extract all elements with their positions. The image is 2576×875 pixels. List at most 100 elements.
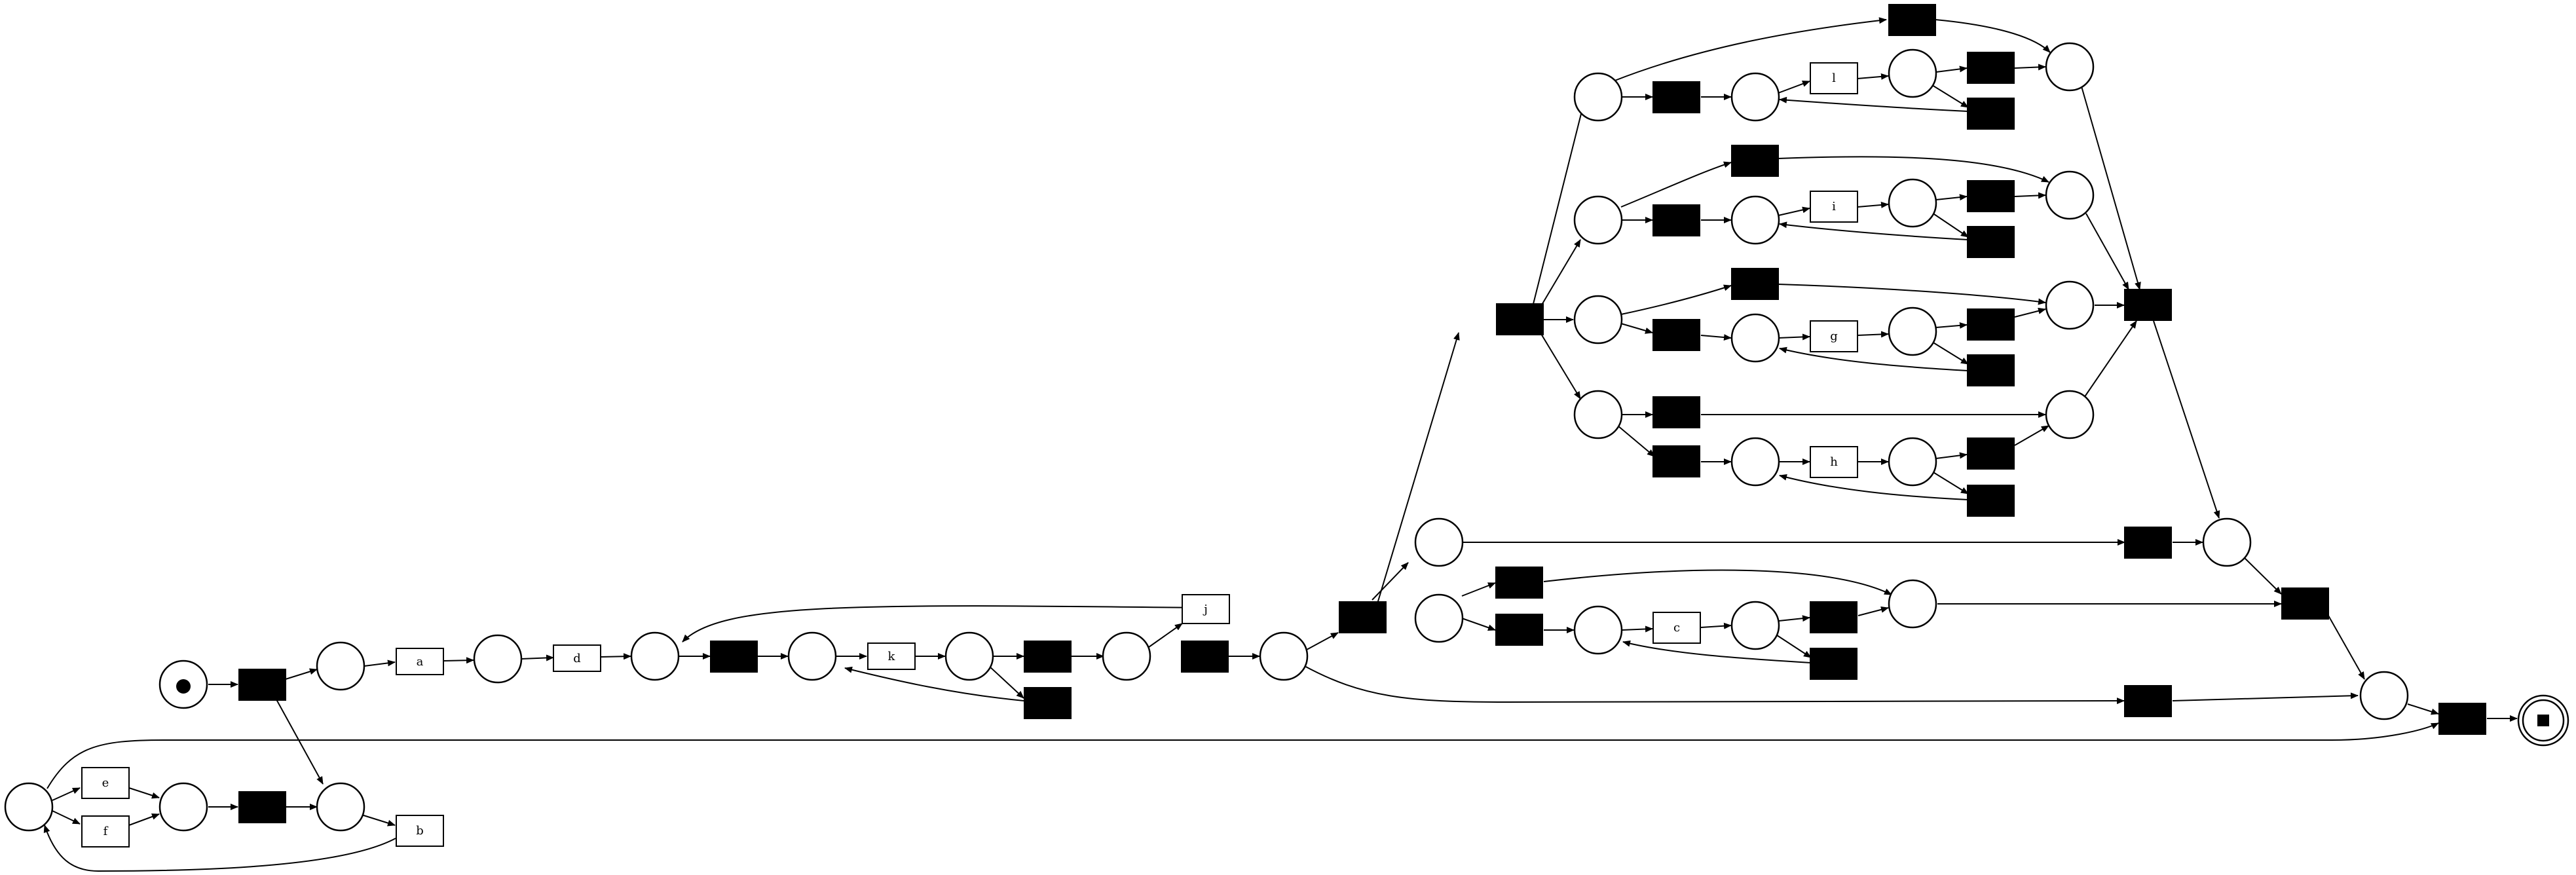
arc (1932, 84, 1969, 108)
arc (52, 787, 81, 801)
place (1730, 437, 1780, 487)
transition-l-label: l (1832, 71, 1836, 85)
arc (47, 722, 2439, 789)
transition-i: i (1810, 191, 1858, 223)
arc (1857, 201, 1889, 208)
silent-transition (238, 669, 286, 701)
silent-transitions (238, 4, 2486, 823)
transition-a-label: a (417, 655, 424, 669)
silent-transition (1967, 354, 2015, 386)
arc (2085, 213, 2129, 290)
silent-transition (1495, 567, 1543, 599)
place (1573, 390, 1623, 439)
arc (1306, 632, 1339, 650)
arc (1857, 331, 1889, 338)
arc (1778, 615, 1810, 622)
transition-j: j (1182, 594, 1230, 624)
place (1888, 48, 1937, 98)
place (787, 631, 837, 681)
arc (1539, 330, 1581, 400)
arc (1935, 194, 1968, 201)
transition-f: f (81, 815, 130, 847)
arc (2082, 320, 2137, 400)
silent-transition (1024, 687, 1072, 719)
transition-c: c (1652, 612, 1701, 644)
place (2045, 280, 2095, 330)
arc (1620, 323, 1653, 334)
arc (2014, 192, 2046, 199)
transition-e: e (81, 767, 130, 799)
arc (1779, 96, 1969, 112)
place (4, 782, 54, 832)
silent-transition (1495, 614, 1543, 646)
arc (1779, 221, 1969, 240)
silent-transition (2124, 527, 2172, 559)
arc (1617, 425, 1655, 457)
arc (364, 660, 396, 667)
arc (988, 665, 1024, 699)
arc (1935, 65, 1968, 73)
transition-h-label: h (1830, 455, 1838, 469)
place (473, 634, 523, 684)
arc (2328, 615, 2365, 680)
transition-e-label: e (102, 776, 109, 790)
arc (1774, 633, 1812, 658)
arc (1461, 582, 1496, 597)
arcs (43, 17, 2518, 872)
arc (521, 654, 554, 661)
place (316, 782, 365, 832)
silent-transition (1652, 81, 1700, 113)
join-silent-transition (2124, 289, 2172, 321)
transition-c-label: c (1673, 621, 1680, 635)
arc (1857, 606, 1889, 616)
transition-k: k (867, 642, 916, 670)
arc (1778, 333, 1810, 341)
final-silent-transition (2438, 703, 2486, 735)
arc (1620, 284, 1732, 315)
arc (128, 813, 160, 826)
transition-b-label: b (416, 824, 424, 838)
place (1414, 517, 1464, 567)
arc (2081, 86, 2141, 290)
labeled-transitions: a d k j l i g h (81, 62, 1858, 847)
transition-a: a (396, 648, 444, 675)
arc (1932, 341, 1969, 365)
silent-transition (2281, 587, 2329, 620)
transition-i-label: i (1832, 200, 1836, 214)
arc (2153, 320, 2220, 519)
arc (2172, 692, 2359, 701)
arc (844, 666, 1024, 701)
arc (1613, 17, 1887, 82)
transition-k-label: k (888, 650, 896, 663)
arc (1622, 640, 1812, 663)
place (1888, 178, 1937, 228)
silent-transition (1731, 268, 1779, 300)
transition-h: h (1810, 446, 1858, 478)
arc (1932, 471, 1969, 494)
arc (1935, 19, 2051, 53)
place (1730, 601, 1780, 650)
arc (1857, 73, 1889, 80)
place (2045, 170, 2095, 220)
final-marking-marker (2537, 715, 2549, 726)
arc (1700, 622, 1732, 629)
arc (1621, 625, 1653, 633)
silent-transition (2124, 685, 2172, 717)
transition-g-label: g (1830, 329, 1838, 343)
arc (1778, 284, 2046, 305)
silent-transition (1967, 485, 2015, 517)
arc (1543, 569, 1892, 595)
arc (52, 810, 81, 825)
silent-transition (1810, 648, 1857, 680)
place (1730, 72, 1780, 122)
silent-transition (1652, 319, 1700, 351)
arc (1935, 452, 1968, 459)
arc (2243, 556, 2282, 595)
place (159, 782, 208, 832)
silent-transition (1339, 601, 1387, 633)
transition-j-label: j (1203, 603, 1208, 616)
hub-silent-transition (1496, 303, 1544, 335)
silent-transition (1967, 438, 2015, 470)
place (316, 641, 365, 691)
